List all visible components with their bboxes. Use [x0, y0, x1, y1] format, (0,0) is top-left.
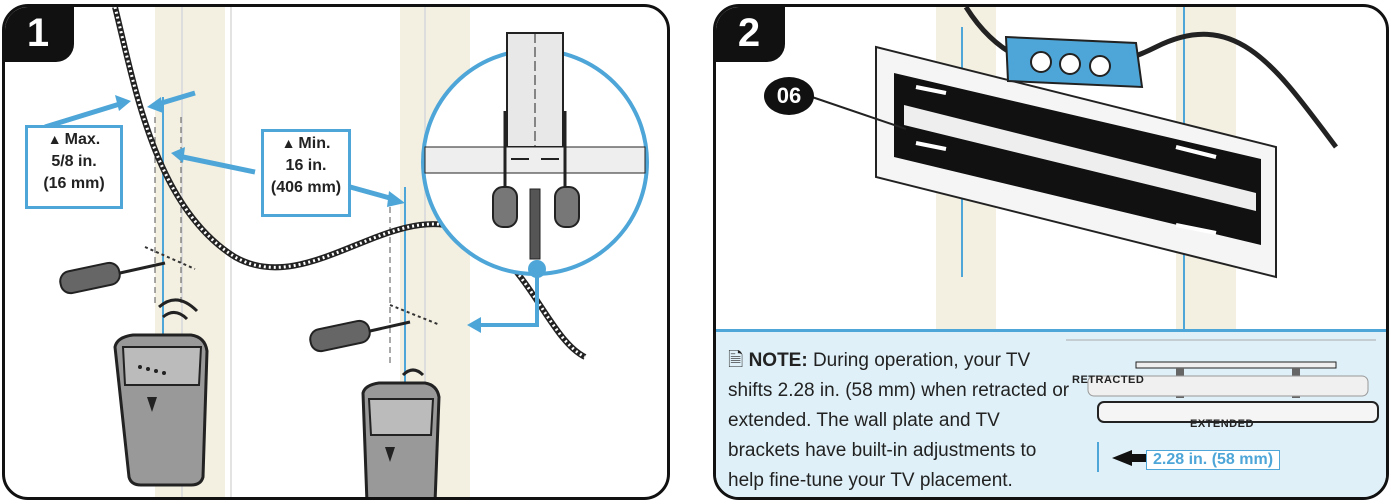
- warning-icon: ▲: [281, 135, 296, 151]
- min-stud-spacing-callout: ▲Min. 16 in. (406 mm): [261, 129, 351, 217]
- step-1-panel: 1 ▲Max. 5/8 in. (16 mm) ▲Min. 16 in. (40…: [2, 4, 670, 500]
- retracted-label: RETRACTED: [1072, 374, 1145, 386]
- note-text: 🗎 NOTE: During operation, your TV shifts…: [728, 346, 1073, 496]
- level-icon: [1004, 35, 1144, 89]
- tv-shift-diagram: [1066, 339, 1379, 472]
- extended-label: EXTENDED: [1190, 418, 1254, 430]
- step-2-panel: 2 06 🗎 NOTE: During operation, your TV s…: [713, 4, 1389, 500]
- wall-plate-template: [875, 45, 1277, 279]
- stud-finder-illustration: [44, 7, 649, 497]
- wall-plate-illustration: [811, 7, 1339, 337]
- stud-finder-icon: [361, 368, 441, 497]
- max-drywall-depth-callout: ▲Max. 5/8 in. (16 mm): [25, 125, 123, 209]
- note-heading: NOTE:: [748, 350, 808, 371]
- note-box: 🗎 NOTE: During operation, your TV shifts…: [716, 329, 1386, 497]
- note-body: During operation, your TV shifts 2.28 in…: [728, 350, 1070, 491]
- magnified-detail: [421, 32, 649, 276]
- part-number-badge: 06: [764, 77, 814, 115]
- pencil-icon: [529, 188, 541, 260]
- step-number: 1: [5, 7, 74, 62]
- stud-finder-icon: [113, 298, 209, 487]
- step-number: 2: [716, 7, 785, 62]
- warning-icon: ▲: [47, 131, 62, 147]
- screwdriver-icon: [59, 261, 166, 295]
- screwdriver-icon: [309, 319, 411, 353]
- shift-dimension-label: 2.28 in. (58 mm): [1146, 450, 1281, 470]
- note-icon: 🗎: [728, 350, 744, 371]
